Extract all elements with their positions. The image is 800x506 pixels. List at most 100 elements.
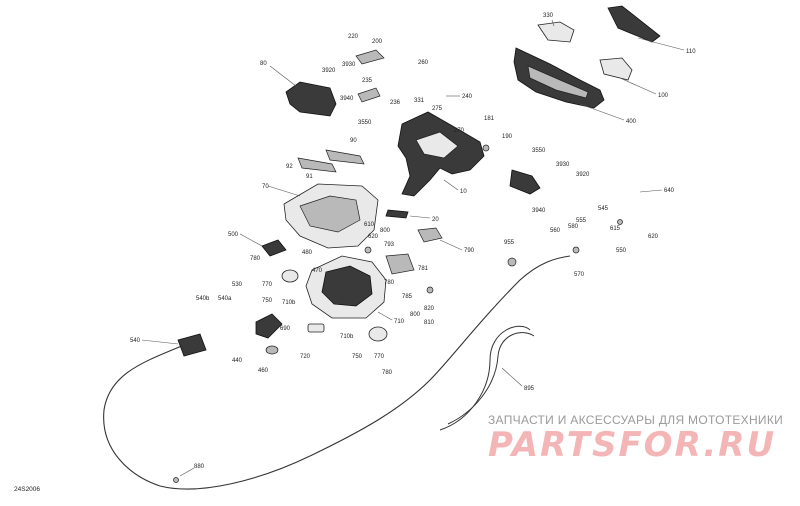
callout-440: 440 (232, 358, 243, 364)
callout-610: 610 (364, 222, 375, 228)
callout-240: 240 (462, 94, 473, 100)
callout-470: 470 (312, 268, 323, 274)
part-110 (607, 5, 661, 43)
part-720-bushing (307, 323, 325, 333)
callout-3550-r: 3550 (532, 148, 546, 154)
part-80-cover (285, 81, 337, 117)
callout-770-u: 770 (262, 282, 273, 288)
callout-460: 460 (258, 368, 269, 374)
callout-710: 710 (394, 319, 405, 325)
callout-235: 235 (362, 78, 373, 84)
callout-200: 200 (372, 39, 383, 45)
callout-793: 793 (384, 242, 395, 248)
callout-330: 330 (543, 13, 554, 19)
part-750-bushing (368, 326, 388, 342)
part-91-plate (297, 157, 337, 173)
callout-20: 20 (432, 217, 439, 223)
callout-3940: 3940 (340, 96, 354, 102)
callout-550: 550 (616, 248, 627, 254)
callout-770: 770 (374, 354, 385, 360)
callout-780-l: 780 (250, 256, 261, 262)
part-895-hose (439, 325, 535, 431)
part-20-strip (385, 209, 409, 219)
callout-620-r: 620 (648, 234, 659, 240)
part-790-block (417, 227, 443, 243)
callout-3920-r: 3920 (576, 172, 590, 178)
callout-275: 275 (432, 106, 443, 112)
callout-750: 750 (352, 354, 363, 360)
callout-780: 780 (382, 370, 393, 376)
callout-91: 91 (306, 174, 313, 180)
part-400-handlebar-cover (513, 47, 605, 109)
callout-236: 236 (390, 100, 401, 106)
callout-500: 500 (228, 232, 239, 238)
callout-781: 781 (418, 266, 429, 272)
callout-640: 640 (664, 188, 675, 194)
callout-560: 560 (550, 228, 561, 234)
watermark-text: ЗАПЧАСТИ И АКСЕССУАРЫ ДЛЯ МОТОТЕХНИКИ (488, 413, 784, 427)
callout-480: 480 (302, 250, 313, 256)
callout-710b: 710b (340, 334, 354, 340)
callout-220: 220 (348, 34, 359, 40)
callout-labels: 330 110 100 400 220 200 3930 3920 3940 2… (130, 13, 696, 477)
callout-70: 70 (262, 184, 269, 190)
small-hardware (173, 144, 623, 483)
callout-780-m: 780 (384, 280, 395, 286)
diagram-code: 24S2006 (14, 486, 41, 493)
part-500-bracket (261, 239, 287, 257)
callout-3920: 3920 (322, 68, 336, 74)
callout-3550: 3550 (358, 120, 372, 126)
callout-331: 331 (414, 98, 425, 104)
callout-790: 790 (464, 248, 475, 254)
callout-80: 80 (260, 61, 267, 67)
part-3550-grip (357, 87, 381, 103)
part-460-washer (265, 345, 279, 355)
callout-270: 270 (454, 128, 465, 134)
part-70-housing (283, 183, 379, 249)
callout-555: 555 (576, 218, 587, 224)
part-220-200-bracket (355, 49, 385, 65)
callout-540b: 540b (196, 296, 210, 302)
callout-880: 880 (194, 464, 205, 470)
part-710-column (305, 255, 387, 319)
callout-92: 92 (286, 164, 293, 170)
callout-190: 190 (502, 134, 513, 140)
callout-570: 570 (574, 272, 585, 278)
callout-800-l: 800 (410, 312, 421, 318)
part-540-cable (103, 255, 571, 490)
callout-955: 955 (504, 240, 515, 246)
part-770-bushing (281, 269, 299, 283)
callout-750-u: 750 (262, 298, 273, 304)
callout-3940-r: 3940 (532, 208, 546, 214)
callout-3930-r: 3930 (556, 162, 570, 168)
callout-540: 540 (130, 338, 141, 344)
part-330 (537, 21, 575, 43)
callout-810: 810 (424, 320, 435, 326)
callout-530: 530 (232, 282, 243, 288)
part-100 (599, 57, 633, 81)
part-90-plate (325, 149, 365, 165)
callout-710b-u: 710b (282, 300, 296, 306)
part-10-handlebar (397, 111, 485, 197)
callout-260: 260 (418, 60, 429, 66)
part-3550-right-grip (509, 169, 541, 195)
callout-110: 110 (686, 49, 696, 55)
callout-785: 785 (402, 294, 413, 300)
callout-615: 615 (610, 226, 621, 232)
callout-540a: 540a (218, 296, 232, 302)
watermark-logo: PARTSFOR.RU (488, 425, 777, 465)
callout-620: 620 (368, 234, 379, 240)
callout-895: 895 (524, 386, 535, 392)
callout-90: 90 (350, 138, 357, 144)
part-440-bracket (255, 313, 283, 339)
callout-580: 580 (568, 224, 579, 230)
callout-720: 720 (300, 354, 311, 360)
callout-545: 545 (598, 206, 609, 212)
callout-10: 10 (460, 189, 467, 195)
callout-100: 100 (658, 93, 669, 99)
callout-800: 800 (380, 228, 391, 234)
callout-400: 400 (626, 119, 637, 125)
callout-3930: 3930 (342, 62, 356, 68)
